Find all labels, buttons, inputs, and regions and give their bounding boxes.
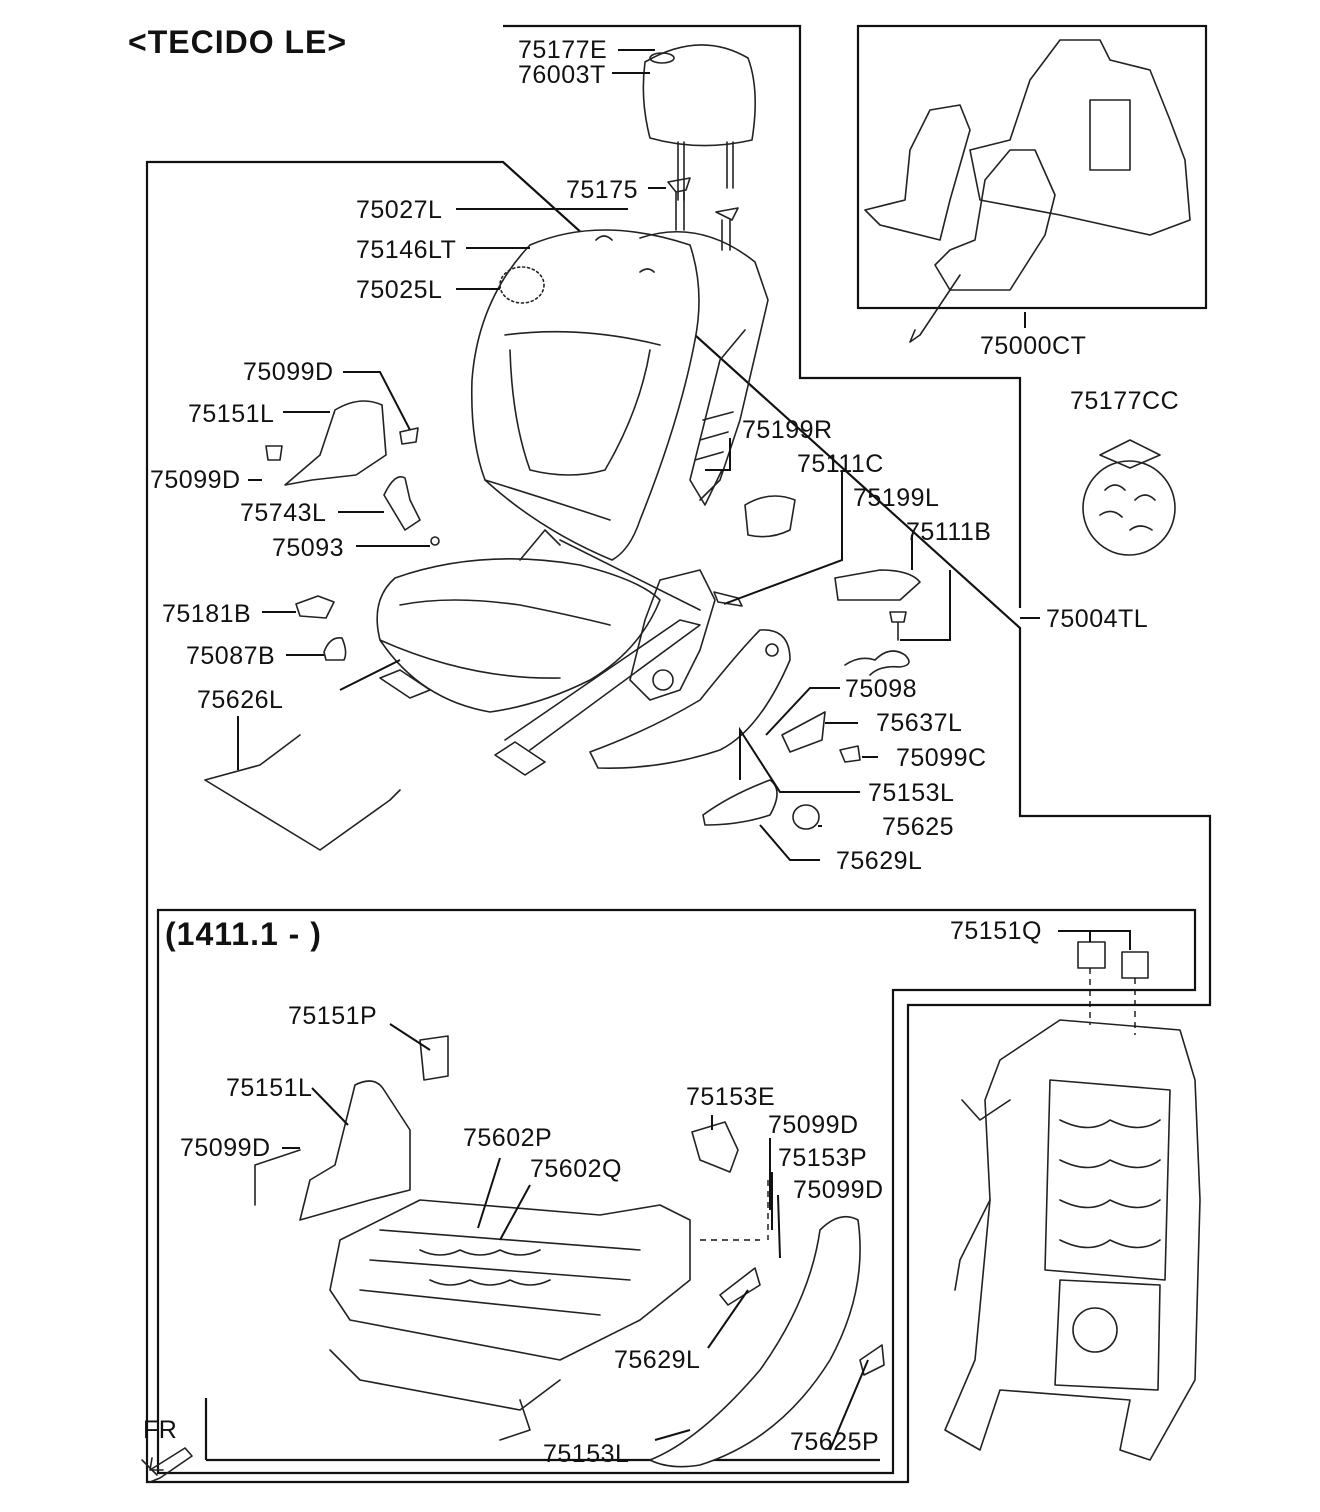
callout-75153E: 75153E [686, 1083, 775, 1111]
front-arrow-icon [141, 1447, 193, 1483]
callout-75025L: 75025L [356, 276, 442, 304]
callout-75626L: 75626L [197, 686, 283, 714]
bolt-75093-drawing [430, 536, 440, 546]
callout-75004TL: 75004TL [1046, 605, 1148, 633]
callout-75098: 75098 [845, 675, 917, 703]
callout-75625: 75625 [882, 813, 954, 841]
bolt-75111B-drawing [889, 611, 907, 641]
callout-75151L-a: 75151L [188, 400, 274, 428]
callout-75099D-a: 75099D [243, 358, 334, 386]
callout-75153P: 75153P [778, 1144, 867, 1172]
cushion-frame-assembly-drawing [329, 1199, 691, 1361]
pad-75151Q-a-drawing [1077, 941, 1106, 969]
callout-75111B: 75111B [906, 518, 991, 546]
seat-cushion-drawing [376, 558, 661, 713]
callout-75153L-a: 75153L [868, 779, 954, 807]
section-label: (1411.1 - ) [165, 916, 322, 952]
headrest-drawing [642, 44, 756, 147]
callout-75111C: 75111C [797, 450, 884, 478]
side-cover-75153L-drawing [649, 1215, 861, 1468]
callout-75177CC: 75177CC [1070, 387, 1179, 415]
seat-back-frame-drawing [639, 230, 769, 506]
callout-75000CT: 75000CT [980, 332, 1086, 360]
callout-75743L: 75743L [240, 499, 326, 527]
callout-75629L-a: 75629L [836, 847, 922, 875]
seat-back-drawing [470, 229, 700, 561]
callout-75629L-b: 75629L [614, 1346, 700, 1374]
callout-75151Q: 75151Q [950, 917, 1042, 945]
callout-75177E: 75177E [518, 36, 607, 64]
callout-75027L: 75027L [356, 196, 442, 224]
frame-back-assembly-drawing [944, 1019, 1201, 1461]
callout-75099D-e: 75099D [793, 1176, 884, 1204]
screw-75099C-drawing [839, 745, 861, 763]
callout-75151L-b: 75151L [226, 1074, 312, 1102]
shield-75151L-drawing [284, 400, 387, 486]
callout-75099D-c: 75099D [180, 1134, 271, 1162]
vehicle-inset-arrow-icon [909, 274, 961, 343]
callout-75199L: 75199L [853, 484, 939, 512]
shield-75151L-b-drawing [299, 1080, 411, 1221]
callout-75151P: 75151P [288, 1002, 377, 1030]
lever-75629L-drawing [719, 1267, 761, 1306]
cap-75625P-drawing [859, 1344, 885, 1376]
spring-75098-drawing [844, 650, 910, 676]
callout-75199R: 75199R [742, 416, 833, 444]
callout-76003T: 76003T [518, 61, 606, 89]
clip-bag-75177CC-drawing [1082, 460, 1176, 556]
cover-75199L-drawing [834, 569, 921, 601]
callout-75181B: 75181B [162, 600, 251, 628]
callout-75146LT: 75146LT [356, 236, 456, 264]
callout-75087B: 75087B [186, 642, 275, 670]
clip-75099D-b-drawing [265, 445, 283, 461]
bracket-75153E-drawing [691, 1121, 739, 1173]
cap-75087B-drawing [323, 636, 347, 661]
callout-75093: 75093 [272, 534, 344, 562]
cover-75199R-drawing [744, 495, 796, 538]
callout-75602Q: 75602Q [530, 1155, 622, 1183]
callout-75175: 75175 [566, 176, 638, 204]
clip-75099D-c-drawing [254, 1149, 301, 1206]
bolt-75111C-drawing [713, 591, 743, 607]
pad-75151Q-b-drawing [1121, 951, 1149, 979]
buckle-75743L-drawing [383, 476, 421, 531]
seat-rails-drawing [379, 529, 701, 776]
wire-75626L-drawing [204, 734, 401, 851]
callout-75099C: 75099C [896, 744, 987, 772]
connector-75181B-drawing [295, 595, 335, 619]
callout-75099D-d: 75099D [768, 1111, 859, 1139]
orientation-label: FR [143, 1416, 177, 1444]
vehicle-view-inset-frame [856, 24, 1208, 310]
page-title: <TECIDO LE> [128, 24, 347, 60]
pad-75151P-drawing [419, 1035, 449, 1081]
recliner-drawing [629, 569, 716, 701]
headrest-guide-drawing [667, 177, 739, 251]
cap-75625-drawing [792, 804, 820, 830]
variant-section-inner-outline [204, 1398, 880, 1462]
callout-75153L-b: 75153L [543, 1440, 629, 1468]
variant-section-frame [156, 908, 1197, 1475]
lever-knob-drawing [702, 779, 778, 826]
vehicle-seat-inset-drawing [864, 39, 1191, 291]
callout-75602P: 75602P [463, 1124, 552, 1152]
callout-75099D-b: 75099D [150, 466, 241, 494]
main-assembly-frame [145, 24, 1212, 1484]
callout-75625P: 75625P [790, 1428, 879, 1456]
callout-75637L: 75637L [876, 709, 962, 737]
cover-75637L-drawing [781, 711, 826, 753]
clip-75099D-a-drawing [399, 427, 419, 445]
